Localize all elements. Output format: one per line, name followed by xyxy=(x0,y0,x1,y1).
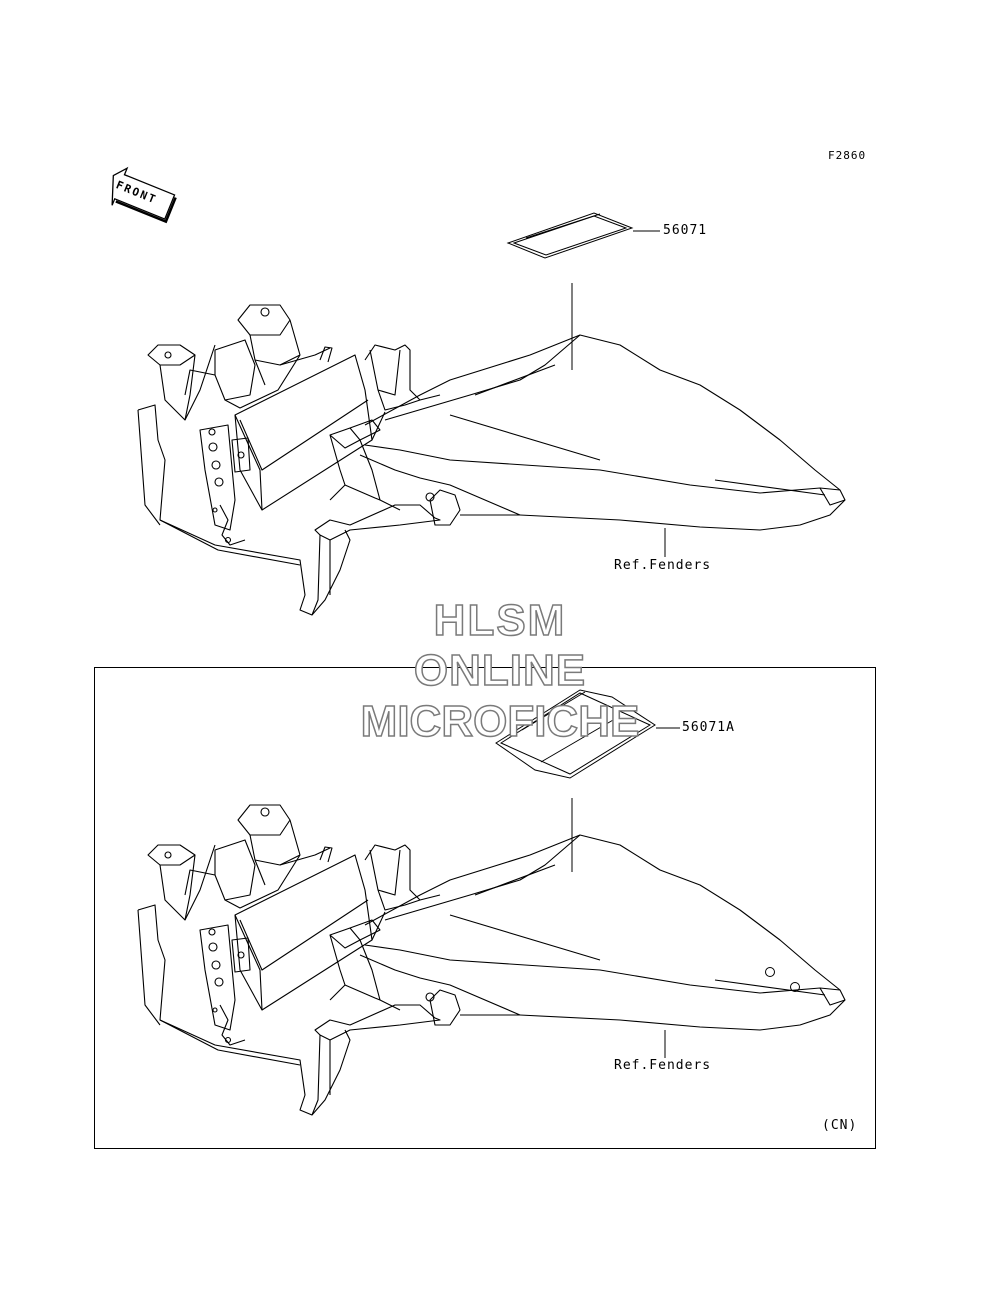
top-reference-label: Ref.Fenders xyxy=(614,558,712,573)
top-fender-assembly xyxy=(137,304,846,616)
bottom-leader-lines xyxy=(571,727,680,1058)
bottom-reference-label: Ref.Fenders xyxy=(614,1058,712,1073)
front-arrow-icon xyxy=(111,166,177,224)
watermark-line-3: MICROFICHE xyxy=(360,696,640,747)
watermark-line-2: ONLINE xyxy=(413,645,587,696)
watermark-line-1: HLSM xyxy=(433,595,567,646)
figure-code: F2860 xyxy=(828,149,867,162)
cn-variant-panel xyxy=(94,667,876,1149)
top-decal-56071 xyxy=(507,212,633,259)
top-part-number[interactable]: 56071 xyxy=(663,223,708,238)
region-label: (CN) xyxy=(822,1118,858,1133)
bottom-part-number[interactable]: 56071A xyxy=(682,720,735,735)
bottom-fender-assembly xyxy=(137,804,846,1116)
top-leader-lines xyxy=(571,230,666,557)
bottom-decal-56071A xyxy=(495,689,656,779)
